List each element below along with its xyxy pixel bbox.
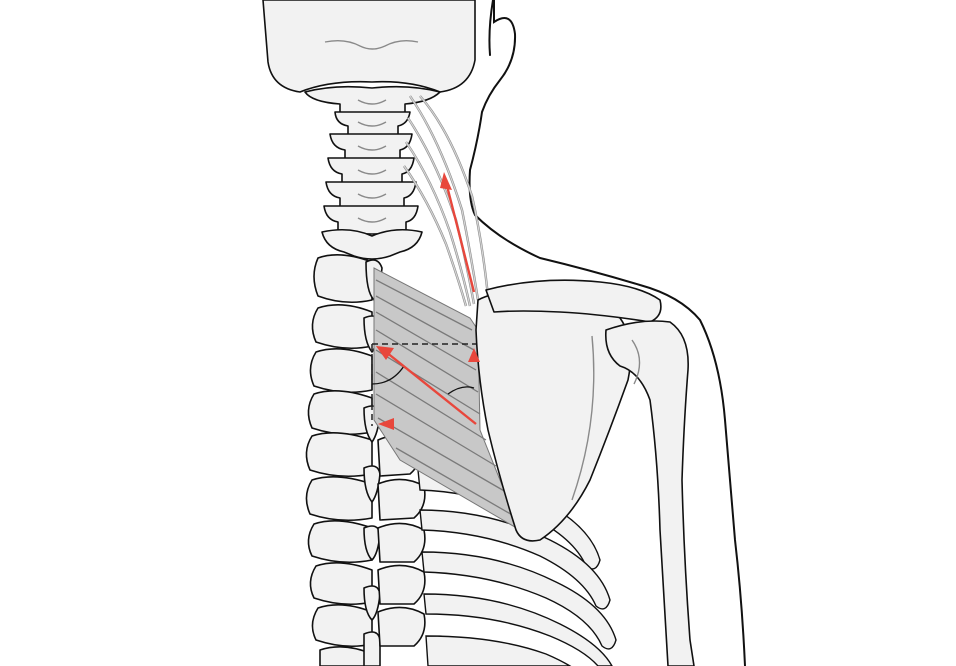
cervical-spine [304, 85, 441, 260]
angle-marker-horizontal [378, 418, 394, 430]
skull-base [262, 0, 476, 93]
humerus [604, 320, 695, 666]
force-arrows [376, 172, 480, 430]
levator-scapulae-muscle [403, 95, 490, 307]
body-outline [468, 0, 746, 666]
rhomboid-muscle [373, 267, 522, 532]
angle-marker-vertical [468, 348, 480, 362]
angle-arcs [371, 365, 475, 395]
spine-angle-arc [371, 365, 405, 385]
thoracic-spine [305, 254, 383, 666]
reference-guides [371, 343, 476, 426]
scapula [475, 279, 662, 542]
scapula-angle-arc [447, 386, 475, 395]
upper-fibers-arrowhead [440, 172, 452, 190]
rhomboid-arrowhead [376, 346, 394, 360]
rhomboid-arrow [385, 351, 477, 425]
upper-fibers-arrow [444, 181, 476, 293]
